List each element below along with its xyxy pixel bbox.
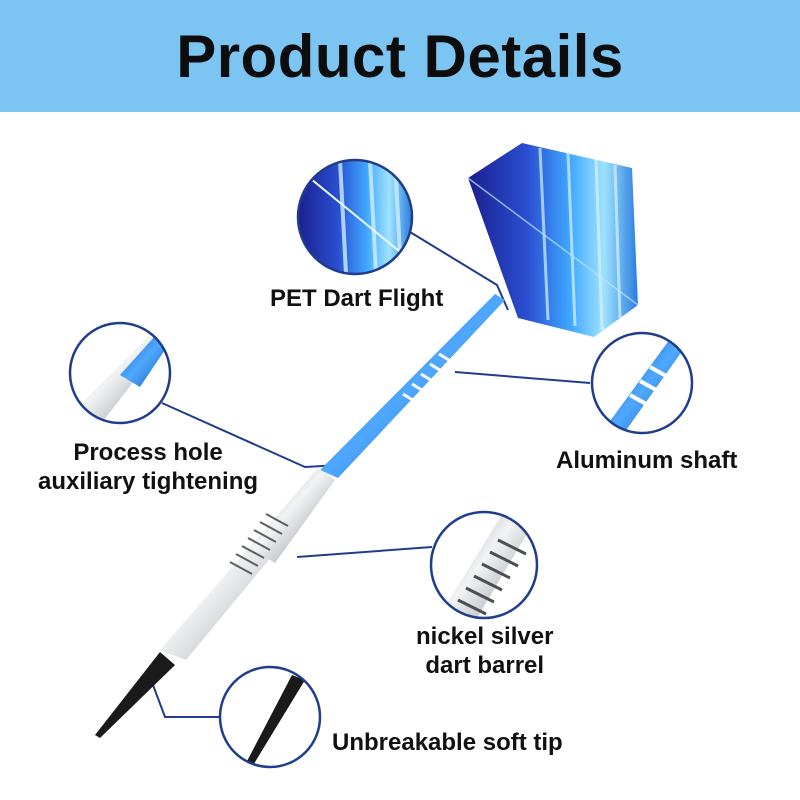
leader-tip: [149, 676, 220, 718]
label-pet-dart-flight: PET Dart Flight: [270, 285, 444, 312]
zoom-circle-shaft: [590, 331, 694, 435]
zoom-circle-barrel: [429, 510, 539, 620]
zoom-circle-hole: [68, 321, 172, 425]
page-title: Product Details: [176, 22, 624, 90]
dart-tip: [95, 652, 175, 738]
leader-barrel: [296, 546, 433, 558]
zoom-circle-flight: [296, 158, 414, 276]
label-nickel-silver-barrel: nickel silver dart barrel: [416, 623, 554, 679]
label-aluminum-shaft: Aluminum shaft: [556, 447, 738, 474]
dart-shaft: [320, 294, 505, 478]
header-banner: Product Details: [0, 0, 800, 112]
leader-flight: [409, 231, 509, 311]
leader-shaft: [454, 371, 591, 384]
label-unbreakable-soft-tip: Unbreakable soft tip: [332, 729, 563, 756]
label-process-hole: Process hole auxiliary tightening: [38, 439, 259, 495]
dart-barrel: [160, 468, 335, 660]
zoom-circle-tip: [218, 665, 322, 769]
dart-flight: [467, 143, 639, 337]
